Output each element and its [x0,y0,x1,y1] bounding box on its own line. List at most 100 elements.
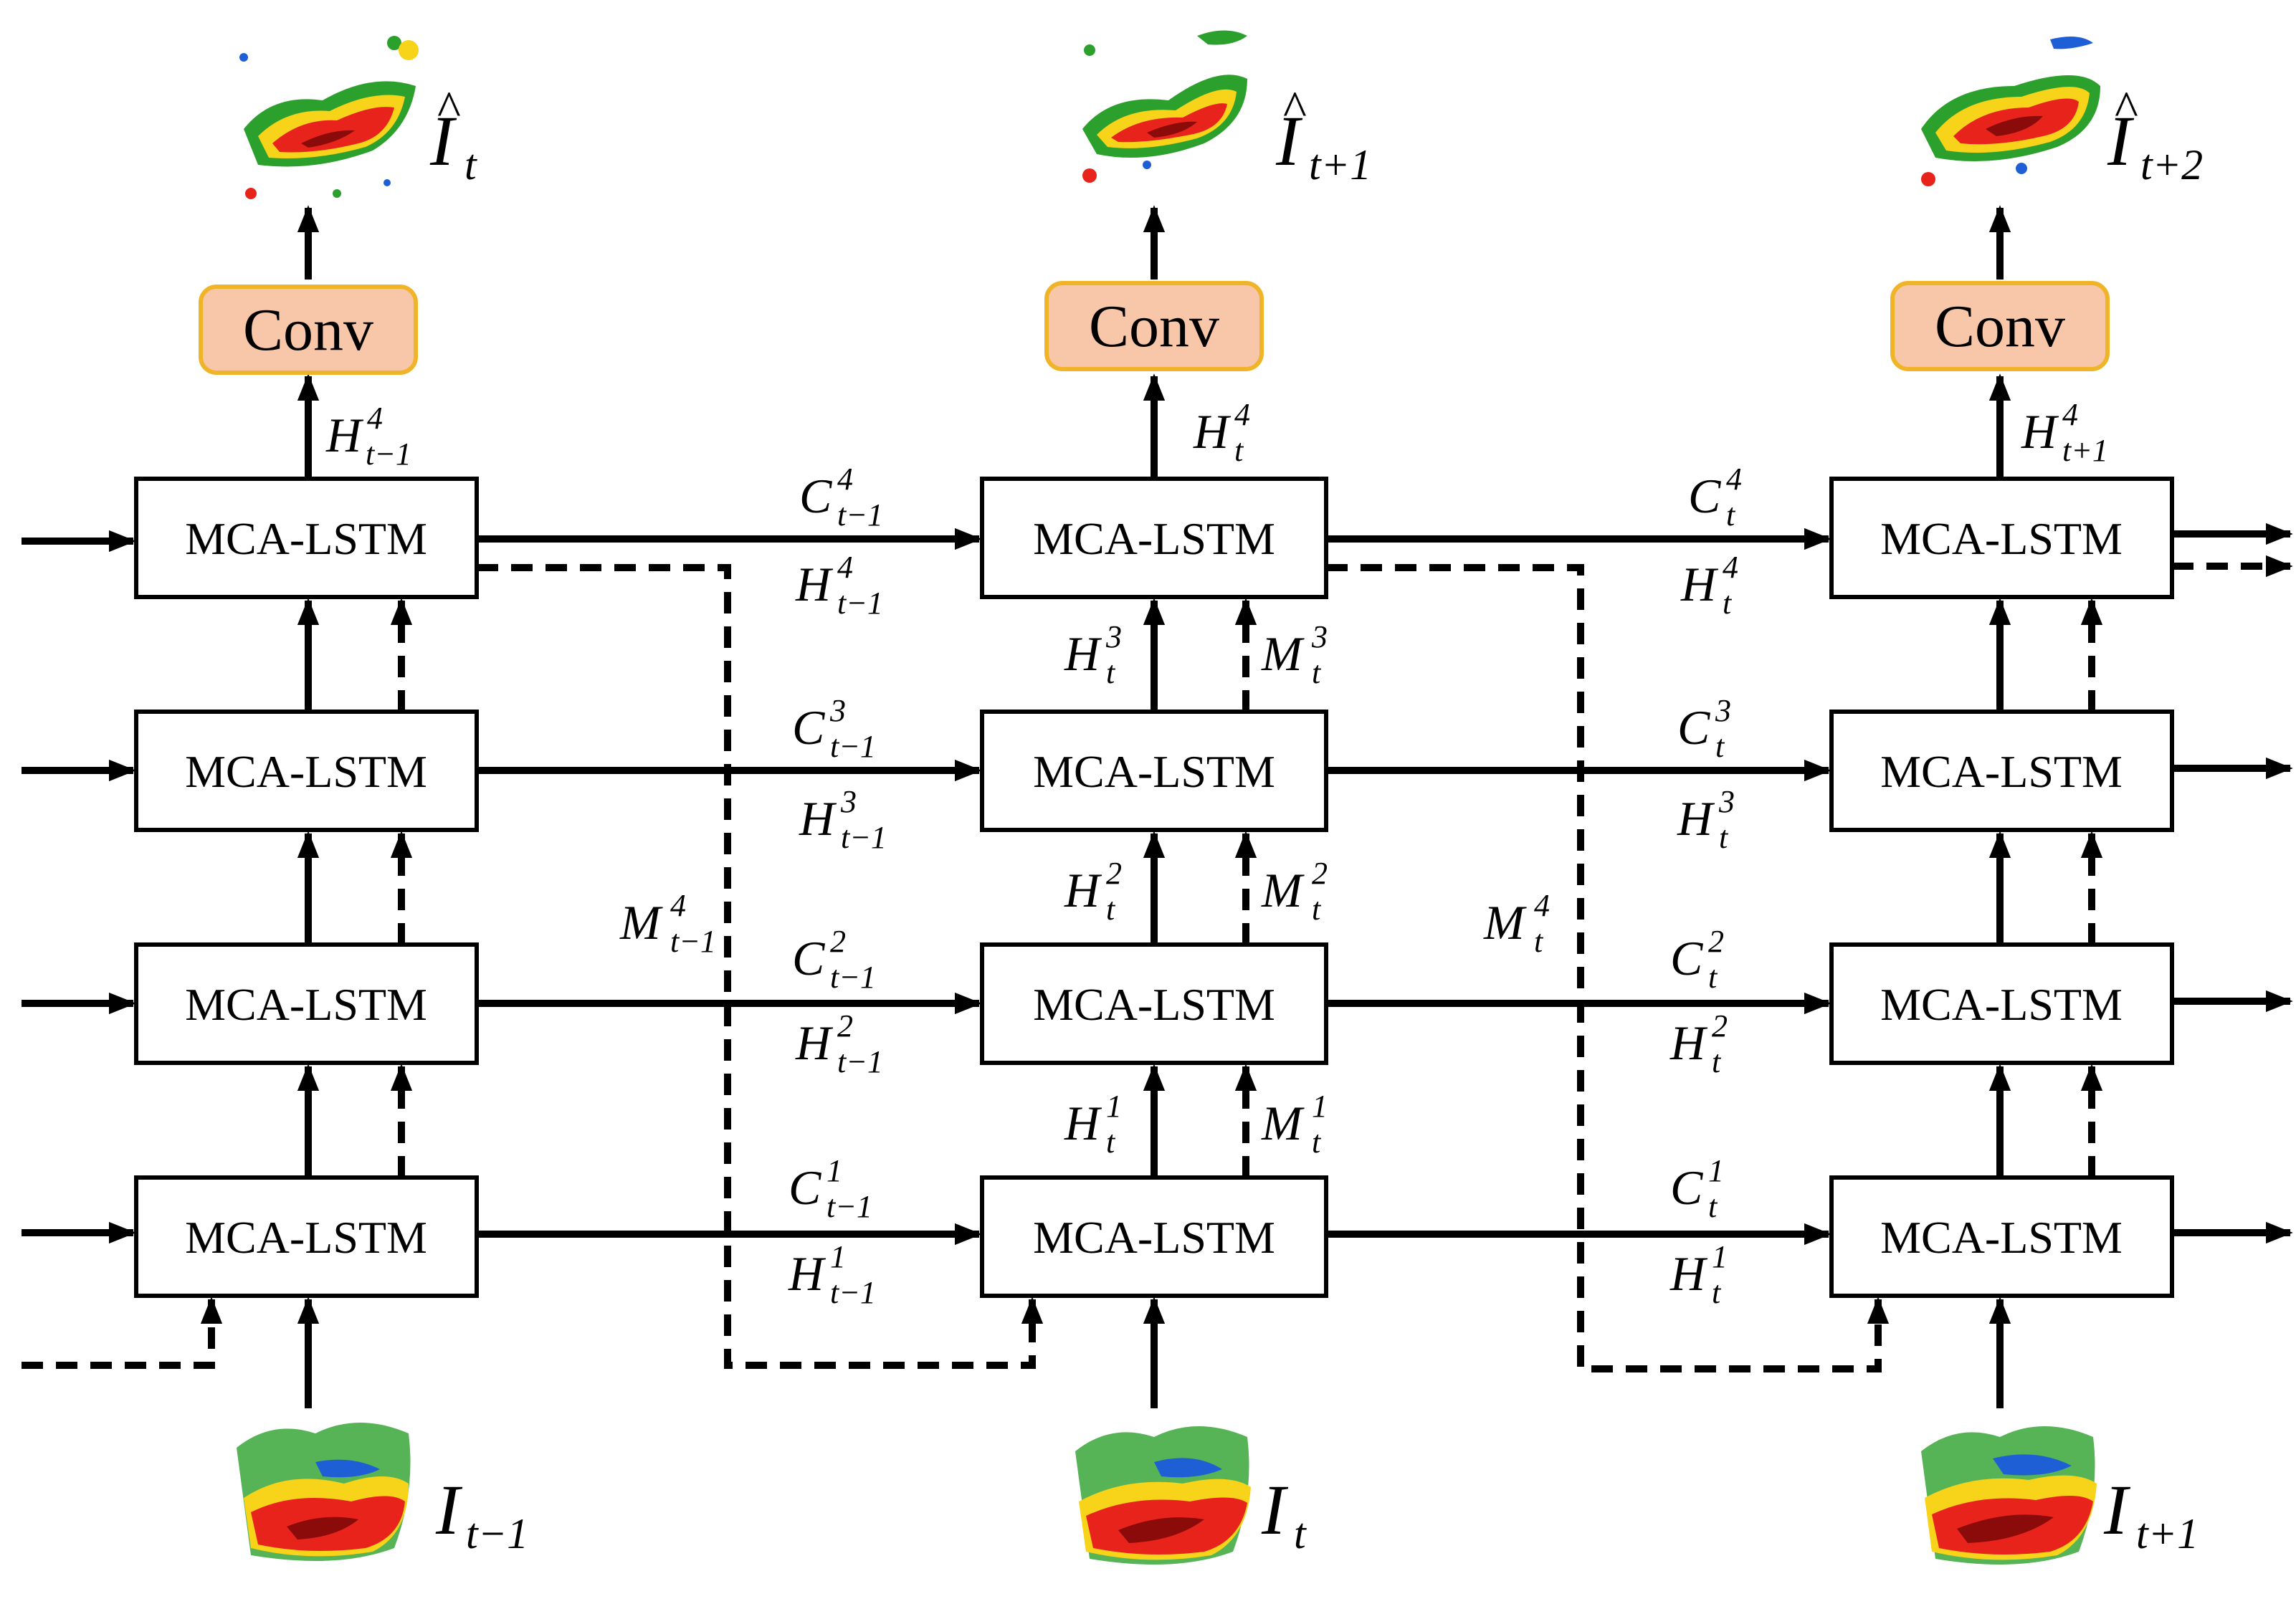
svg-text:3: 3 [1311,619,1328,654]
labels-col1-col2: C 4 t−1 H 4 t−1 C 3 t−1 H 3 t−1 C 2 t−1 … [619,462,887,1310]
svg-text:C: C [799,469,832,523]
svg-text:t−1: t−1 [827,1189,872,1224]
svg-text:MCA-LSTM: MCA-LSTM [1033,1212,1275,1263]
svg-text:C: C [1688,469,1721,523]
svg-text:^: ^ [1283,82,1307,137]
svg-text:4: 4 [1726,462,1742,497]
svg-text:2: 2 [830,924,846,959]
input-image-tp1 [1921,1426,2097,1565]
cell-tp1-layer4: MCA-LSTM [1829,477,2174,599]
svg-text:C: C [1670,1160,1703,1215]
svg-text:4: 4 [2062,397,2078,432]
svg-text:H: H [795,557,834,611]
svg-text:t: t [1715,729,1725,764]
cell-tm1-layer1: MCA-LSTM [134,1175,479,1298]
svg-text:MCA-LSTM: MCA-LSTM [185,979,427,1030]
svg-text:t−1: t−1 [837,1044,883,1079]
svg-text:MCA-LSTM: MCA-LSTM [185,746,427,797]
svg-text:4: 4 [1723,550,1738,585]
labels-col2-vertical: H 3 t M 3 t H 2 t M 2 t H 1 t M 1 t [1064,619,1328,1160]
layer-arrows-col2 [1143,598,1257,1408]
svg-text:C: C [1677,700,1710,755]
svg-text:^: ^ [2115,82,2138,137]
svg-text:1: 1 [1106,1089,1122,1124]
svg-text:1: 1 [1708,1153,1724,1188]
svg-text:H: H [1193,404,1232,459]
svg-text:H: H [1064,626,1102,681]
svg-text:4: 4 [837,462,853,497]
svg-text:t: t [1312,655,1322,690]
output-arrows [297,205,2011,477]
cell-t-layer1: MCA-LSTM [980,1175,1328,1298]
svg-text:M: M [1261,1096,1305,1150]
svg-text:t: t [1723,586,1733,621]
svg-text:I: I [435,1470,463,1549]
svg-text:MCA-LSTM: MCA-LSTM [1880,1212,2123,1263]
svg-text:H: H [1064,863,1102,917]
svg-text:M: M [619,895,663,950]
svg-text:3: 3 [829,693,846,728]
svg-text:4: 4 [837,550,853,585]
cell-t-layer2: MCA-LSTM [980,942,1328,1065]
svg-text:t+2: t+2 [2140,141,2203,188]
svg-text:MCA-LSTM: MCA-LSTM [185,1212,427,1263]
svg-text:t−1: t−1 [841,820,887,855]
svg-text:MCA-LSTM: MCA-LSTM [1880,746,2123,797]
right-exit-arrows [2172,522,2293,1244]
output-image-t2 [1921,37,2100,186]
label-I-hat-t: I ^ t [429,82,477,188]
svg-text:MCA-LSTM: MCA-LSTM [1880,513,2123,564]
svg-text:t+1: t+1 [1309,141,1371,188]
conv-block-t: Conv [199,285,418,375]
label-I-tp1: I t+1 [2103,1470,2199,1557]
conv-block-t1: Conv [1044,281,1264,371]
svg-text:t+1: t+1 [2062,433,2108,468]
svg-text:t−1: t−1 [366,436,411,472]
svg-text:2: 2 [1106,856,1122,891]
svg-text:4: 4 [1234,397,1250,432]
svg-text:H: H [788,1246,827,1301]
cell-tm1-layer3: MCA-LSTM [134,710,479,832]
svg-text:t−1: t−1 [466,1510,528,1557]
left-entry-arrows [22,530,136,1244]
svg-text:3: 3 [1715,693,1731,728]
svg-text:Conv: Conv [1935,293,2065,360]
svg-text:t−1: t−1 [670,924,716,959]
svg-text:I: I [1261,1470,1289,1549]
output-image-t [239,36,419,199]
svg-text:I: I [429,101,457,181]
conv-block-t2: Conv [1890,281,2110,371]
svg-text:MCA-LSTM: MCA-LSTM [185,513,427,564]
cell-t-layer4: MCA-LSTM [980,477,1328,599]
svg-text:t: t [1708,960,1718,995]
svg-text:t: t [1234,433,1244,468]
svg-text:MCA-LSTM: MCA-LSTM [1880,979,2123,1030]
svg-text:t−1: t−1 [830,729,876,764]
labels-col2-col3: C 4 t H 4 t C 3 t H 3 t C 2 t H 2 t C 1 … [1483,462,1742,1310]
svg-text:M: M [1261,626,1305,681]
label-H4-tp1-top: H 4 t+1 [2021,397,2108,468]
svg-text:3: 3 [1718,784,1735,819]
svg-text:Conv: Conv [1089,293,1219,360]
svg-text:M: M [1483,895,1527,950]
svg-text:C: C [1670,931,1703,985]
svg-text:t: t [1294,1510,1307,1557]
svg-text:C: C [792,700,825,755]
svg-text:H: H [2021,404,2059,459]
label-I-tm1: I t−1 [435,1470,528,1557]
layer-arrows-col1 [297,598,413,1408]
svg-text:t: t [1106,655,1116,690]
input-image-tm1 [237,1423,411,1561]
svg-text:t+1: t+1 [2136,1510,2199,1557]
svg-text:3: 3 [840,784,857,819]
svg-text:1: 1 [827,1153,842,1188]
svg-text:4: 4 [1534,888,1550,923]
svg-text:t: t [1726,497,1736,533]
svg-text:t: t [1534,924,1544,959]
svg-text:I: I [2103,1470,2131,1549]
svg-text:^: ^ [437,82,461,137]
cell-tp1-layer3: MCA-LSTM [1829,710,2174,832]
label-I-hat-t1: I ^ t+1 [1275,82,1371,188]
svg-text:t−1: t−1 [830,1275,876,1310]
